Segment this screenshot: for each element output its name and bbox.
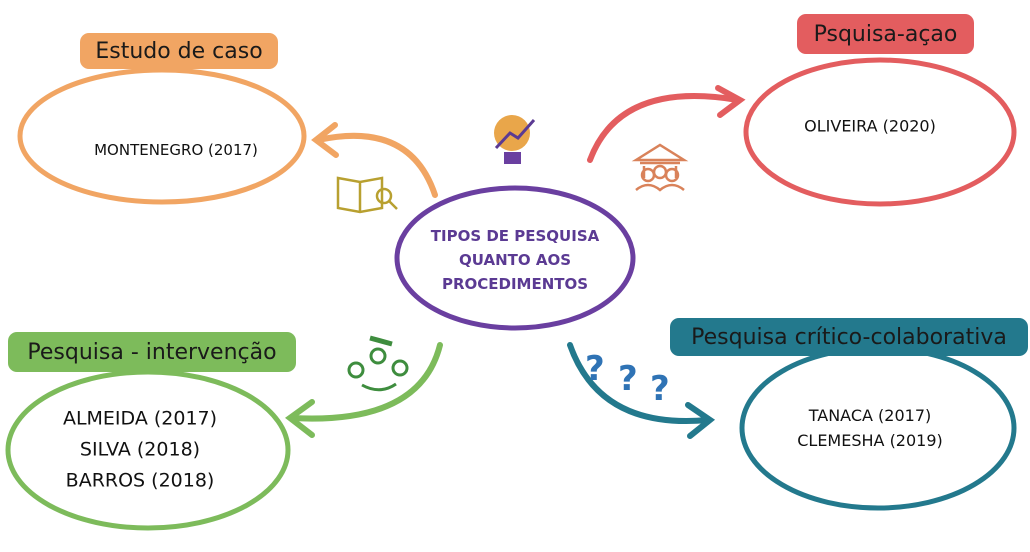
reference: SILVA (2018) (79, 438, 201, 461)
estudo-refs: MONTENEGRO (2017) (94, 141, 258, 159)
arrow-to-colab (567, 342, 716, 439)
svg-text:?: ? (650, 369, 670, 409)
pesquisa-acao-label: Psquisa-açao (797, 14, 974, 54)
center-line: PROCEDIMENTOS (441, 275, 589, 293)
reference: BARROS (2018) (65, 469, 215, 492)
pesquisa-critico-colaborativa-label: Pesquisa crítico-colaborativa (670, 318, 1028, 356)
arrow-to-intervencao (284, 342, 443, 438)
intervencao-refs: ALMEIDA (2017) SILVA (2018) BARROS (2018… (63, 404, 217, 497)
institution-people-icon (631, 143, 689, 192)
question-marks-icon: ? ? ? (585, 349, 670, 409)
reference: MONTENEGRO (2017) (94, 141, 258, 159)
colab-refs: TANACA (2017) CLEMESHA (2019) (797, 403, 943, 453)
acao-refs: OLIVEIRA (2020) (804, 117, 936, 136)
pesquisa-intervencao-label: Pesquisa - intervenção (8, 332, 296, 372)
arrow-to-acao (587, 85, 746, 163)
reference: CLEMESHA (2019) (797, 431, 943, 450)
book-search-icon (336, 176, 398, 214)
arrow-to-estudo (311, 122, 438, 198)
estudo-ellipse (17, 67, 307, 205)
reference: OLIVEIRA (2020) (804, 116, 936, 136)
svg-text:?: ? (618, 359, 638, 399)
svg-text:?: ? (585, 349, 605, 389)
acao-ellipse (743, 57, 1017, 207)
center-topic: TIPOS DE PESQUISA QUANTO AOS PROCEDIMENT… (431, 224, 599, 296)
reference: TANACA (2017) (808, 406, 932, 425)
estudo-de-caso-label: Estudo de caso (80, 33, 278, 69)
center-line: QUANTO AOS (458, 251, 572, 269)
intervencao-ellipse (5, 369, 291, 531)
center-line: TIPOS DE PESQUISA (430, 227, 600, 245)
lightbulb-growth-icon (494, 115, 536, 164)
reference: ALMEIDA (2017) (62, 407, 218, 430)
center-ellipse (394, 185, 636, 331)
gears-hand-icon (347, 335, 409, 392)
